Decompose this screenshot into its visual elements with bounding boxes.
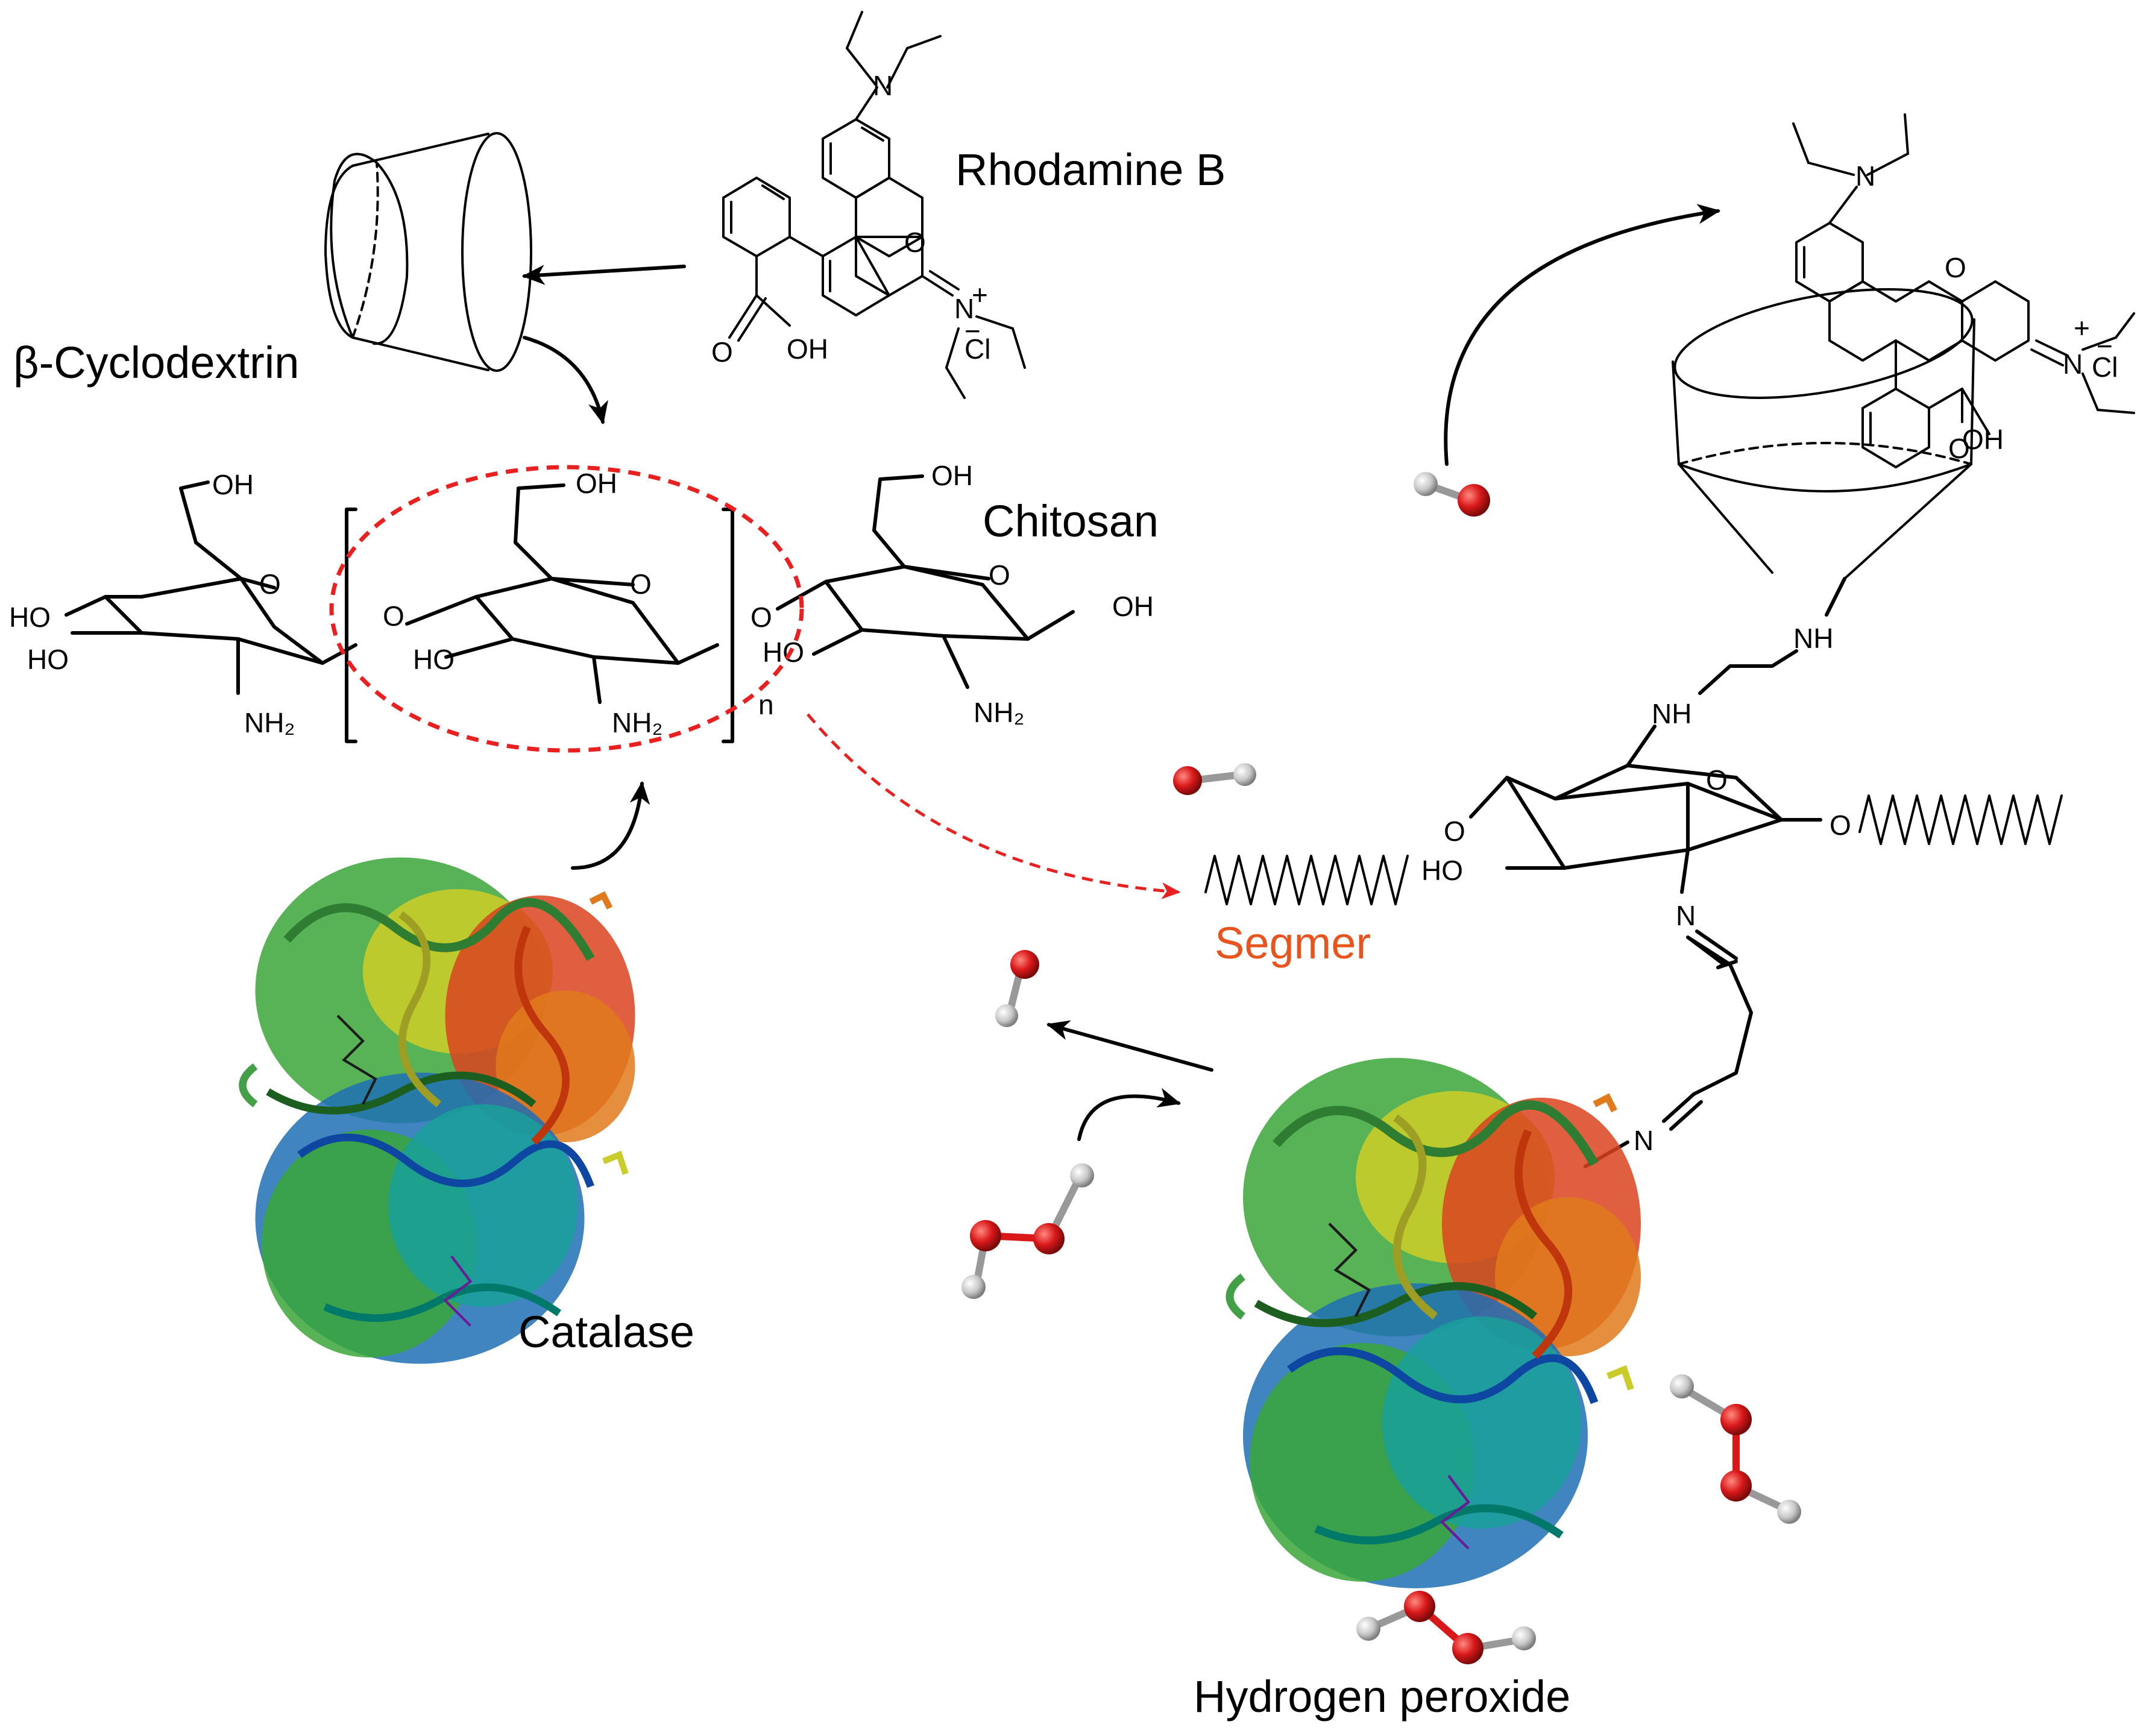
rhodamine-plus: + [972,279,988,310]
chitosan-nh2-1: NH₂ [244,707,295,738]
rhodamine-n-top: N [873,70,893,101]
chitosan-ho-2: HO [27,644,69,675]
catalase-right-icon [1230,1058,1641,1588]
arrow-cd-to-chitosan [523,336,608,425]
rhodamine-conjugated-structure: N O N + Cl − O OH [1792,113,2135,468]
conj-oh: OH [1962,424,2004,455]
chitosan-label: Chitosan [983,496,1159,546]
chitosan-o-link1: O [383,600,404,632]
chitosan-nh2-2: NH₂ [612,707,662,738]
rhodamine-n-bottom: N [954,293,974,324]
chitosan-ho-3: HO [413,644,455,675]
chitosan-oh-4: OH [1112,591,1154,622]
conj-n-top: N [1855,160,1875,192]
water-icon [1173,763,1256,795]
water-icon [995,950,1039,1027]
chitosan-o-2: O [630,568,652,600]
water-icon [1414,472,1490,517]
segmer-o-left: O [1444,816,1465,847]
rhodamine-cl: Cl [964,333,990,365]
arrow-catalase-to-water [1046,1020,1213,1072]
conj-o-ring: O [1945,252,1966,283]
repeat-unit-highlight [329,465,804,753]
rhodamine-o-acid: O [711,336,733,368]
linker-structure: NH NH [1626,577,1846,767]
cyclodextrin-host-icon [1672,288,1975,580]
conj-minus: − [2097,330,2113,362]
imine-n: N [1634,1125,1654,1156]
catalase-label: Catalase [518,1307,694,1357]
peroxide-icon [961,1163,1094,1299]
segmer-ho: HO [1421,855,1463,886]
chitosan-nh2-3: NH₂ [974,697,1024,728]
chitosan-ho-4: HO [763,637,804,668]
rhodamine-minus: − [964,315,981,347]
conj-cl: Cl [2092,351,2118,383]
conj-plus: + [2074,312,2090,344]
chitosan-oh-1: OH [212,469,254,500]
rhodamine-structure: N O N + Cl − O OH [711,11,1026,399]
chitosan-o-3: O [989,559,1010,591]
arrow-chitosan-to-segmer [807,713,1181,899]
arrow-catalase-to-chitosan [571,781,650,870]
segmer-sugar-structure: O O HO O N [1204,764,2063,931]
peroxide-icon [1356,1591,1536,1664]
chitosan-ho-1: HO [9,602,51,633]
chitosan-oh-3: OH [931,460,973,491]
chitosan-structure: OH O HO HO NH₂ O n OH O HO NH₂ O OH O [9,460,1154,743]
segmer-o-ring: O [1706,764,1728,796]
segmer-label: Segmer [1215,918,1371,968]
conj-n-right: N [2063,348,2083,380]
segmer-o-right: O [1830,810,1851,841]
cyclodextrin-label: β-Cyclodextrin [13,338,299,388]
catalase-left-icon [243,858,635,1364]
chitosan-o-1: O [259,568,281,600]
rhodamine-label: Rhodamine B [955,145,1226,195]
linker-nh-2: NH [1652,698,1691,729]
peroxide-label: Hydrogen peroxide [1194,1672,1570,1722]
chitosan-repeat-n: n [758,689,774,720]
rhodamine-oh: OH [787,333,828,365]
chitosan-oh-2: OH [576,468,617,499]
imine-linker-structure: N [1584,929,1753,1168]
segmer-n: N [1676,900,1696,931]
arrow-water-to-rhodamine [1444,204,1721,466]
arrow-rhodamine-to-cd [521,265,686,285]
linker-nh-1: NH [1793,623,1833,654]
chitosan-o-link2: O [750,602,772,633]
arrow-peroxide-to-catalase [1077,1087,1182,1141]
peroxide-icon [1670,1374,1801,1524]
cyclodextrin-icon [324,132,532,372]
